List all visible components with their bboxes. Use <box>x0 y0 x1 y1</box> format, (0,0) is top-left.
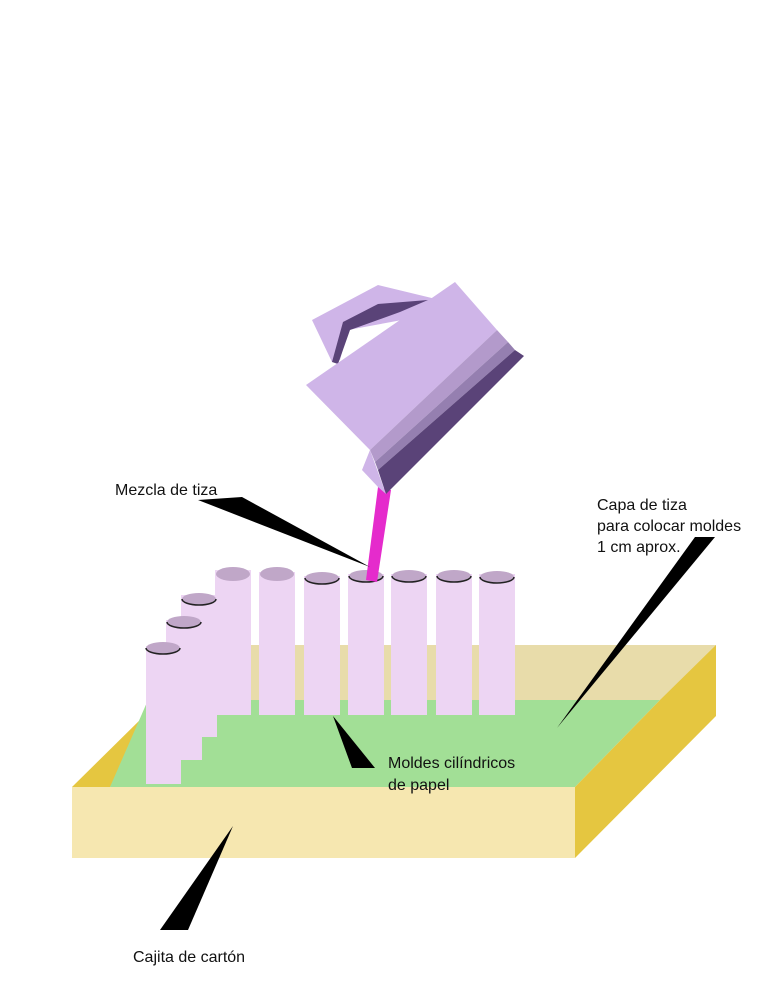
label-moldes-line1: Moldes cilíndricos <box>388 755 515 772</box>
pointer-mezcla <box>198 497 370 567</box>
label-mezcla: Mezcla de tiza <box>115 482 217 499</box>
mold-top <box>437 570 471 582</box>
mold <box>391 574 427 715</box>
label-moldes-line2: de papel <box>388 777 449 794</box>
mold-top <box>146 642 180 654</box>
mold-top <box>392 570 426 582</box>
mold <box>304 576 340 715</box>
mold-top <box>260 567 294 581</box>
paper-molds <box>145 567 515 784</box>
mold-top <box>480 571 514 583</box>
pointer-moldes <box>333 716 375 768</box>
mold-top <box>305 572 339 584</box>
mold <box>348 574 384 715</box>
mold-top <box>216 567 250 581</box>
mold-top <box>182 593 216 605</box>
box-left-wall <box>72 712 148 787</box>
pitcher-icon <box>306 282 524 494</box>
label-capa-line1: Capa de tiza <box>597 497 687 514</box>
mold-top <box>167 616 201 628</box>
mold <box>436 574 472 715</box>
mold <box>259 572 295 715</box>
pour-stream <box>366 487 391 582</box>
label-cajita: Cajita de cartón <box>133 949 245 966</box>
label-capa-line3: 1 cm aprox. <box>597 539 681 556</box>
pointer-capa <box>557 537 715 728</box>
mold <box>479 574 515 715</box>
box-right-wall <box>575 645 716 858</box>
jug-body <box>306 282 497 450</box>
label-capa-line2: para colocar moldes <box>597 518 741 535</box>
chalk-layer <box>110 700 660 787</box>
box-front-wall <box>72 787 575 858</box>
mold <box>215 570 251 715</box>
pointer-cajita <box>160 826 233 930</box>
